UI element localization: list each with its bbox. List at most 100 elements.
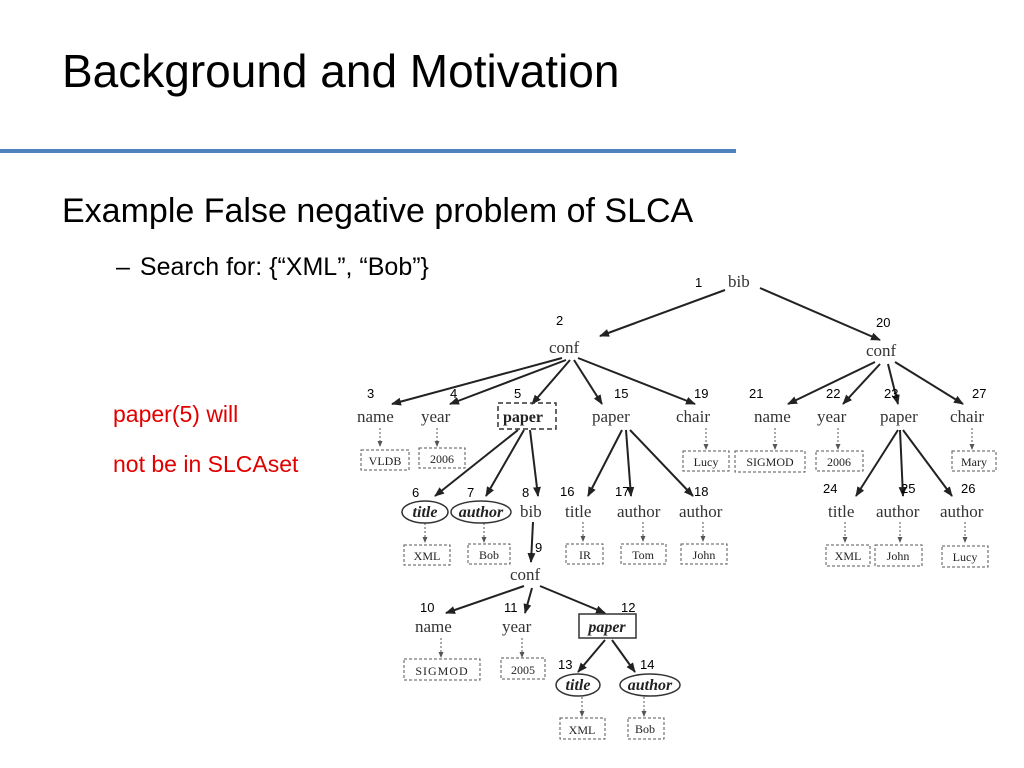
value-box-14 — [627, 717, 665, 740]
node-label-17: author — [617, 502, 661, 521]
value-box-16 — [565, 543, 604, 565]
node-id-18: 18 — [694, 484, 708, 499]
node-id-19: 19 — [694, 386, 708, 401]
value-box-6 — [403, 544, 451, 566]
node-id-14: 14 — [640, 657, 654, 672]
value-box-24 — [825, 544, 871, 567]
value-text-16: IR — [579, 548, 591, 562]
value-box-4 — [418, 447, 466, 469]
value-box-19 — [682, 450, 730, 472]
node-ids: 1 2 3 4 5 6 7 8 9 10 11 12 13 14 15 16 1… — [367, 275, 986, 672]
value-text-21: SIGMOD — [746, 455, 794, 469]
node-labels: bib conf name year paper title author bi… — [357, 272, 984, 697]
value-text-11: 2005 — [511, 663, 535, 677]
node-label-6: title — [413, 504, 438, 521]
node-id-13: 13 — [558, 657, 572, 672]
value-box-27 — [951, 450, 997, 472]
node-id-5: 5 — [514, 386, 521, 401]
sub-bullet-text: Search for: {“XML”, “Bob”} — [139, 253, 429, 281]
node-label-21: name — [754, 407, 791, 426]
title-underline — [0, 149, 736, 153]
node-label-2: conf — [549, 338, 580, 357]
value-text-27: Mary — [961, 455, 987, 469]
node-label-20: conf — [866, 341, 897, 360]
node-label-14: author — [628, 677, 673, 694]
node-id-15: 15 — [614, 386, 628, 401]
title-6-ellipse — [401, 500, 449, 524]
author-7-ellipse — [450, 500, 512, 524]
tree-edges — [391, 287, 964, 673]
value-text-19: Lucy — [694, 455, 719, 469]
node-label-12: paper — [586, 619, 626, 636]
node-label-13: title — [566, 677, 591, 694]
node-id-11: 11 — [504, 600, 518, 615]
node-id-8: 8 — [522, 485, 529, 500]
node-label-3: name — [357, 407, 394, 426]
node-label-19: chair — [676, 407, 710, 426]
node-label-23: paper — [880, 407, 918, 426]
node-label-10: name — [415, 617, 452, 636]
author-14-ellipse — [619, 673, 681, 697]
value-edges — [377, 428, 975, 717]
value-box-26 — [941, 545, 989, 568]
value-text-6: XML — [414, 549, 441, 563]
value-box-18 — [680, 543, 728, 565]
node-label-5: paper — [503, 409, 543, 426]
node-label-9: conf — [510, 565, 541, 584]
node-label-8: bib — [520, 502, 542, 521]
node-id-10: 10 — [420, 600, 434, 615]
node-label-1: bib — [728, 272, 750, 291]
node-id-1: 1 — [695, 275, 702, 290]
node-label-26: author — [940, 502, 984, 521]
value-text-18: John — [693, 548, 716, 562]
note-line-1: paper(5) will — [113, 401, 239, 427]
value-text-14: Bob — [635, 722, 655, 736]
node-id-24: 24 — [823, 481, 837, 496]
dash-marker: – — [116, 253, 130, 281]
node-label-4: year — [421, 407, 451, 426]
value-box-25 — [874, 544, 923, 567]
node-label-11: year — [502, 617, 532, 636]
node-label-18: author — [679, 502, 723, 521]
value-box-22 — [815, 450, 864, 472]
node-label-7: author — [459, 504, 504, 521]
paper-12-box — [578, 613, 637, 639]
node-label-16: title — [565, 502, 591, 521]
node-id-25: 25 — [901, 481, 915, 496]
node-label-22: year — [817, 407, 847, 426]
sub-bullet: –Search for: {“XML”, “Bob”} — [116, 253, 429, 282]
node-id-2: 2 — [556, 313, 563, 328]
value-box-10 — [403, 658, 481, 681]
node-id-4: 4 — [450, 386, 457, 401]
node-label-25: author — [876, 502, 920, 521]
node-id-23: 23 — [884, 386, 898, 401]
paper-5-highlight-box — [497, 402, 557, 430]
value-box-11 — [500, 657, 546, 680]
value-box-7 — [467, 543, 511, 565]
value-text-17: Tom — [632, 548, 654, 562]
value-text-22: 2006 — [827, 455, 851, 469]
value-box-21 — [734, 450, 806, 473]
value-text-4: 2006 — [430, 452, 454, 466]
node-id-9: 9 — [535, 540, 542, 555]
node-label-15: paper — [592, 407, 630, 426]
value-box-17 — [620, 543, 667, 565]
value-text-26: Lucy — [953, 550, 978, 564]
value-text-7: Bob — [479, 548, 499, 562]
node-label-24: title — [828, 502, 854, 521]
value-text-3: VLDB — [369, 454, 402, 468]
node-id-16: 16 — [560, 484, 574, 499]
main-bullet: Example False negative problem of SLCA — [62, 192, 694, 230]
slide-title: Background and Motivation — [62, 45, 620, 97]
title-13-ellipse — [555, 673, 601, 697]
node-id-26: 26 — [961, 481, 975, 496]
node-id-12: 12 — [621, 600, 635, 615]
node-id-3: 3 — [367, 386, 374, 401]
note-line-2: not be in SLCAset — [113, 451, 299, 477]
value-text-13: XML — [569, 723, 596, 737]
node-id-6: 6 — [412, 485, 419, 500]
value-boxes: VLDB 2006 XML Bob SIGMOD 2005 XML Bob IR… — [360, 447, 997, 740]
node-id-17: 17 — [615, 484, 629, 499]
value-box-13 — [559, 717, 606, 740]
